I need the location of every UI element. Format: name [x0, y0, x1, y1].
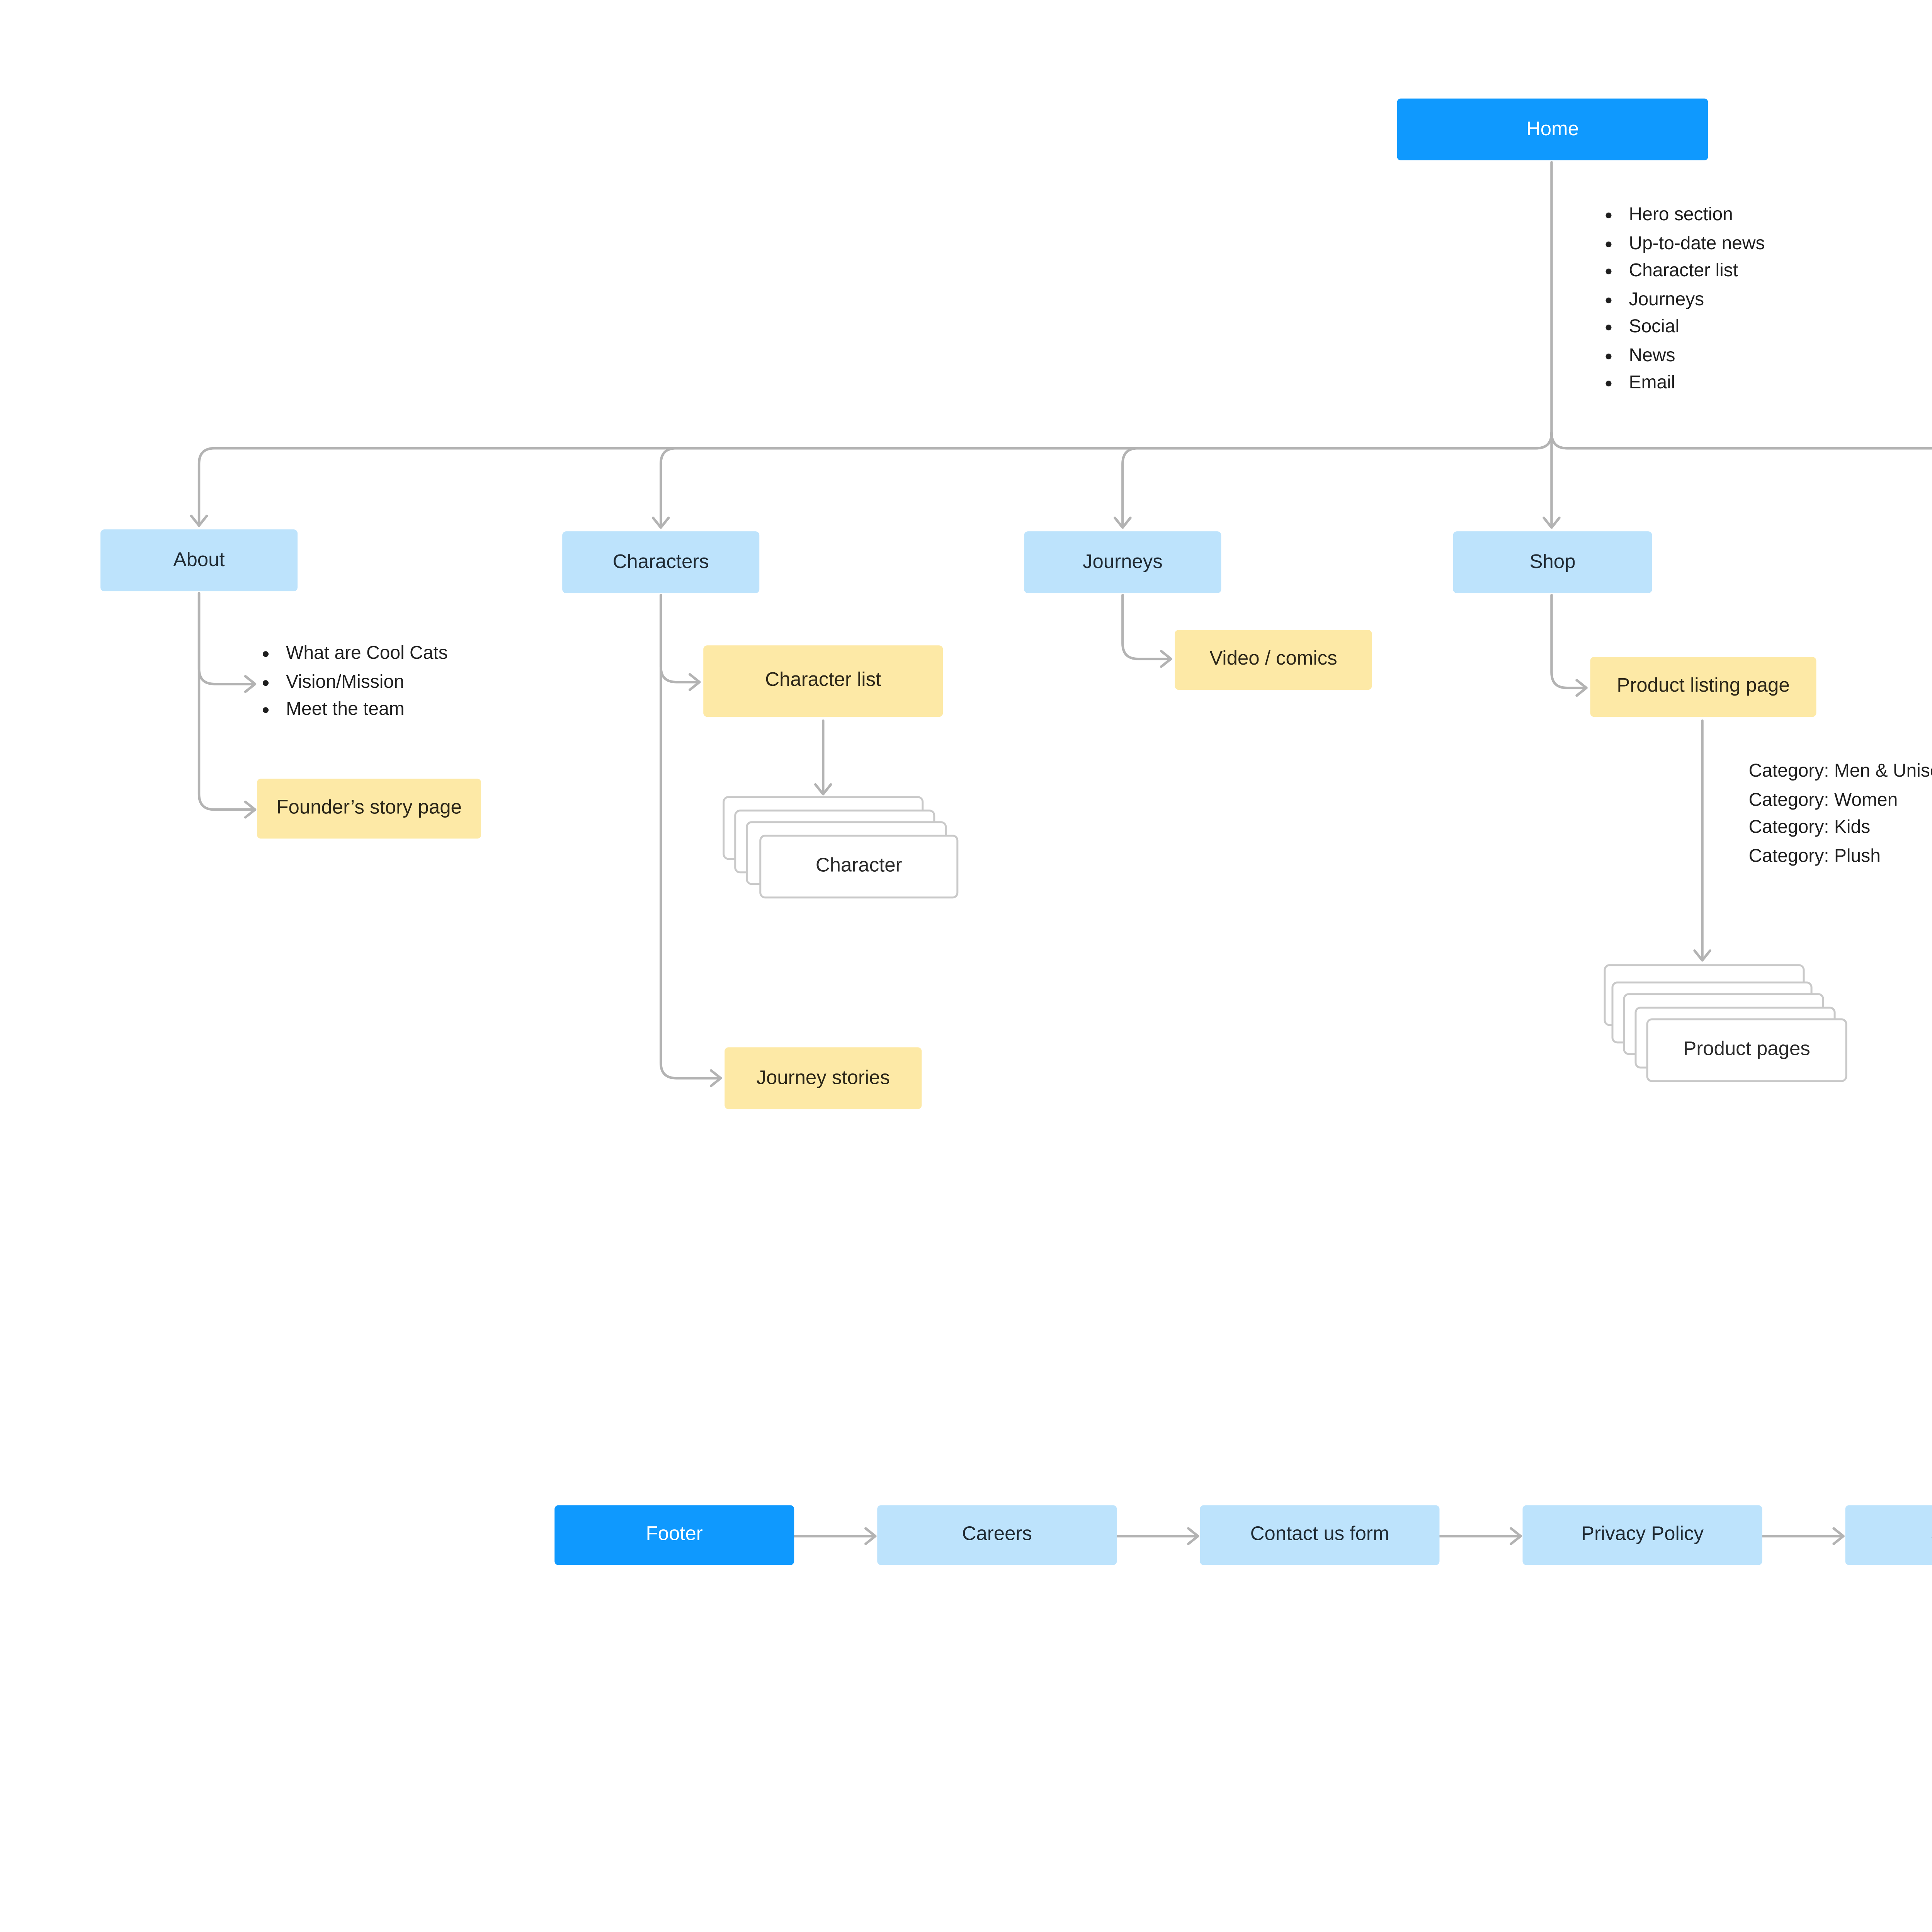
connector-line — [197, 431, 1553, 527]
category-label: Category: Men & Unisex — [1748, 761, 1932, 783]
video-comics-node[interactable]: Video / comics — [1175, 630, 1372, 690]
connector-line — [197, 592, 257, 685]
privacy-policy-node[interactable]: Privacy Policy — [1522, 1505, 1762, 1565]
arrowhead-down-icon — [1693, 949, 1711, 962]
connector-line — [659, 594, 701, 684]
connector-line — [1550, 431, 1932, 450]
about-note: Meet the team — [286, 697, 448, 726]
home-note: Hero section — [1629, 203, 1765, 231]
connector-line — [1550, 594, 1588, 689]
home-note: Email — [1629, 371, 1765, 399]
arrowhead-down-icon — [1114, 516, 1132, 529]
character-card: Character — [759, 835, 959, 899]
home-notes: Hero section Up-to-date news Character l… — [1602, 203, 1765, 399]
founders-story-node[interactable]: Founder’s story page — [257, 779, 481, 839]
home-node[interactable]: Home — [1397, 99, 1708, 161]
shop-categories: Category: Men & Unisex Category: Women C… — [1749, 759, 1932, 871]
arrowhead-right-icon — [1187, 1527, 1199, 1545]
connector-line — [659, 594, 722, 1080]
category-label: Category: Kids — [1748, 817, 1871, 839]
arrowhead-down-icon — [814, 783, 832, 796]
product-pages-card: Product pages — [1646, 1018, 1847, 1082]
home-note: Social — [1629, 315, 1765, 343]
arrowhead-right-icon — [709, 1069, 722, 1087]
support-node[interactable]: Support — [1845, 1505, 1932, 1565]
about-node[interactable]: About — [100, 529, 298, 592]
about-note: What are Cool Cats — [286, 641, 448, 670]
home-note: Up-to-date news — [1629, 231, 1765, 259]
about-note: Vision/Mission — [286, 670, 448, 698]
arrowhead-right-icon — [244, 800, 257, 819]
character-list-node[interactable]: Character list — [703, 645, 943, 717]
arrowhead-down-icon — [190, 514, 208, 527]
arrowhead-down-icon — [651, 516, 670, 529]
category-label: Category: Plush — [1748, 845, 1881, 867]
about-notes: What are Cool Cats Vision/Mission Meet t… — [259, 641, 448, 726]
product-listing-node[interactable]: Product listing page — [1590, 657, 1816, 717]
connector-line — [1121, 594, 1172, 660]
home-note: News — [1629, 343, 1765, 371]
home-note: Journeys — [1629, 287, 1765, 315]
connector-line — [1550, 431, 1932, 450]
careers-node[interactable]: Careers — [877, 1505, 1117, 1565]
arrowhead-right-icon — [244, 675, 257, 693]
shop-node[interactable]: Shop — [1453, 531, 1652, 594]
home-note: Character list — [1629, 259, 1765, 287]
arrowhead-right-icon — [1832, 1527, 1845, 1545]
category-label: Category: Women — [1748, 789, 1898, 811]
arrowhead-right-icon — [688, 673, 701, 691]
arrowhead-right-icon — [864, 1527, 877, 1545]
connector-line — [197, 592, 257, 811]
arrowhead-right-icon — [1575, 679, 1588, 697]
journeys-node[interactable]: Journeys — [1024, 531, 1221, 594]
contact-us-node[interactable]: Contact us form — [1200, 1505, 1440, 1565]
footer-node[interactable]: Footer — [554, 1505, 794, 1565]
arrowhead-right-icon — [1160, 650, 1172, 668]
arrowhead-right-icon — [1510, 1527, 1522, 1545]
characters-node[interactable]: Characters — [562, 531, 760, 594]
arrowhead-down-icon — [1543, 516, 1561, 529]
journey-stories-node[interactable]: Journey stories — [724, 1047, 922, 1109]
connector-line — [1121, 431, 1553, 529]
